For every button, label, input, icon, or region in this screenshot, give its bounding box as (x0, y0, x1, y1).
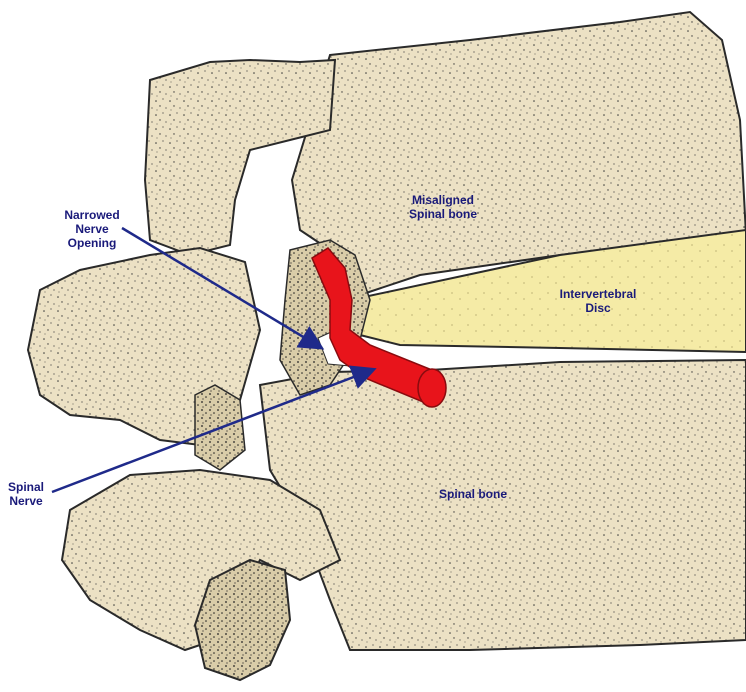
label-line: Disc (548, 301, 648, 315)
label-line: Narrowed (42, 208, 142, 222)
label-line: Spinal bone (388, 207, 498, 221)
label-line: Nerve (2, 494, 50, 508)
label-spinal-nerve: Spinal Nerve (2, 480, 50, 508)
label-line: Spinal bone (418, 487, 528, 501)
nerve-end (418, 369, 446, 407)
label-line: Misaligned (388, 193, 498, 207)
label-line: Spinal (2, 480, 50, 494)
label-intervertebral-disc: Intervertebral Disc (548, 287, 648, 315)
label-line: Opening (42, 236, 142, 250)
label-misaligned-spinal-bone: Misaligned Spinal bone (388, 193, 498, 221)
label-spinal-bone: Spinal bone (418, 487, 528, 501)
label-narrowed-nerve-opening: Narrowed Nerve Opening (42, 208, 142, 250)
lower-vertebral-body (260, 360, 746, 650)
label-line: Intervertebral (548, 287, 648, 301)
label-line: Nerve (42, 222, 142, 236)
